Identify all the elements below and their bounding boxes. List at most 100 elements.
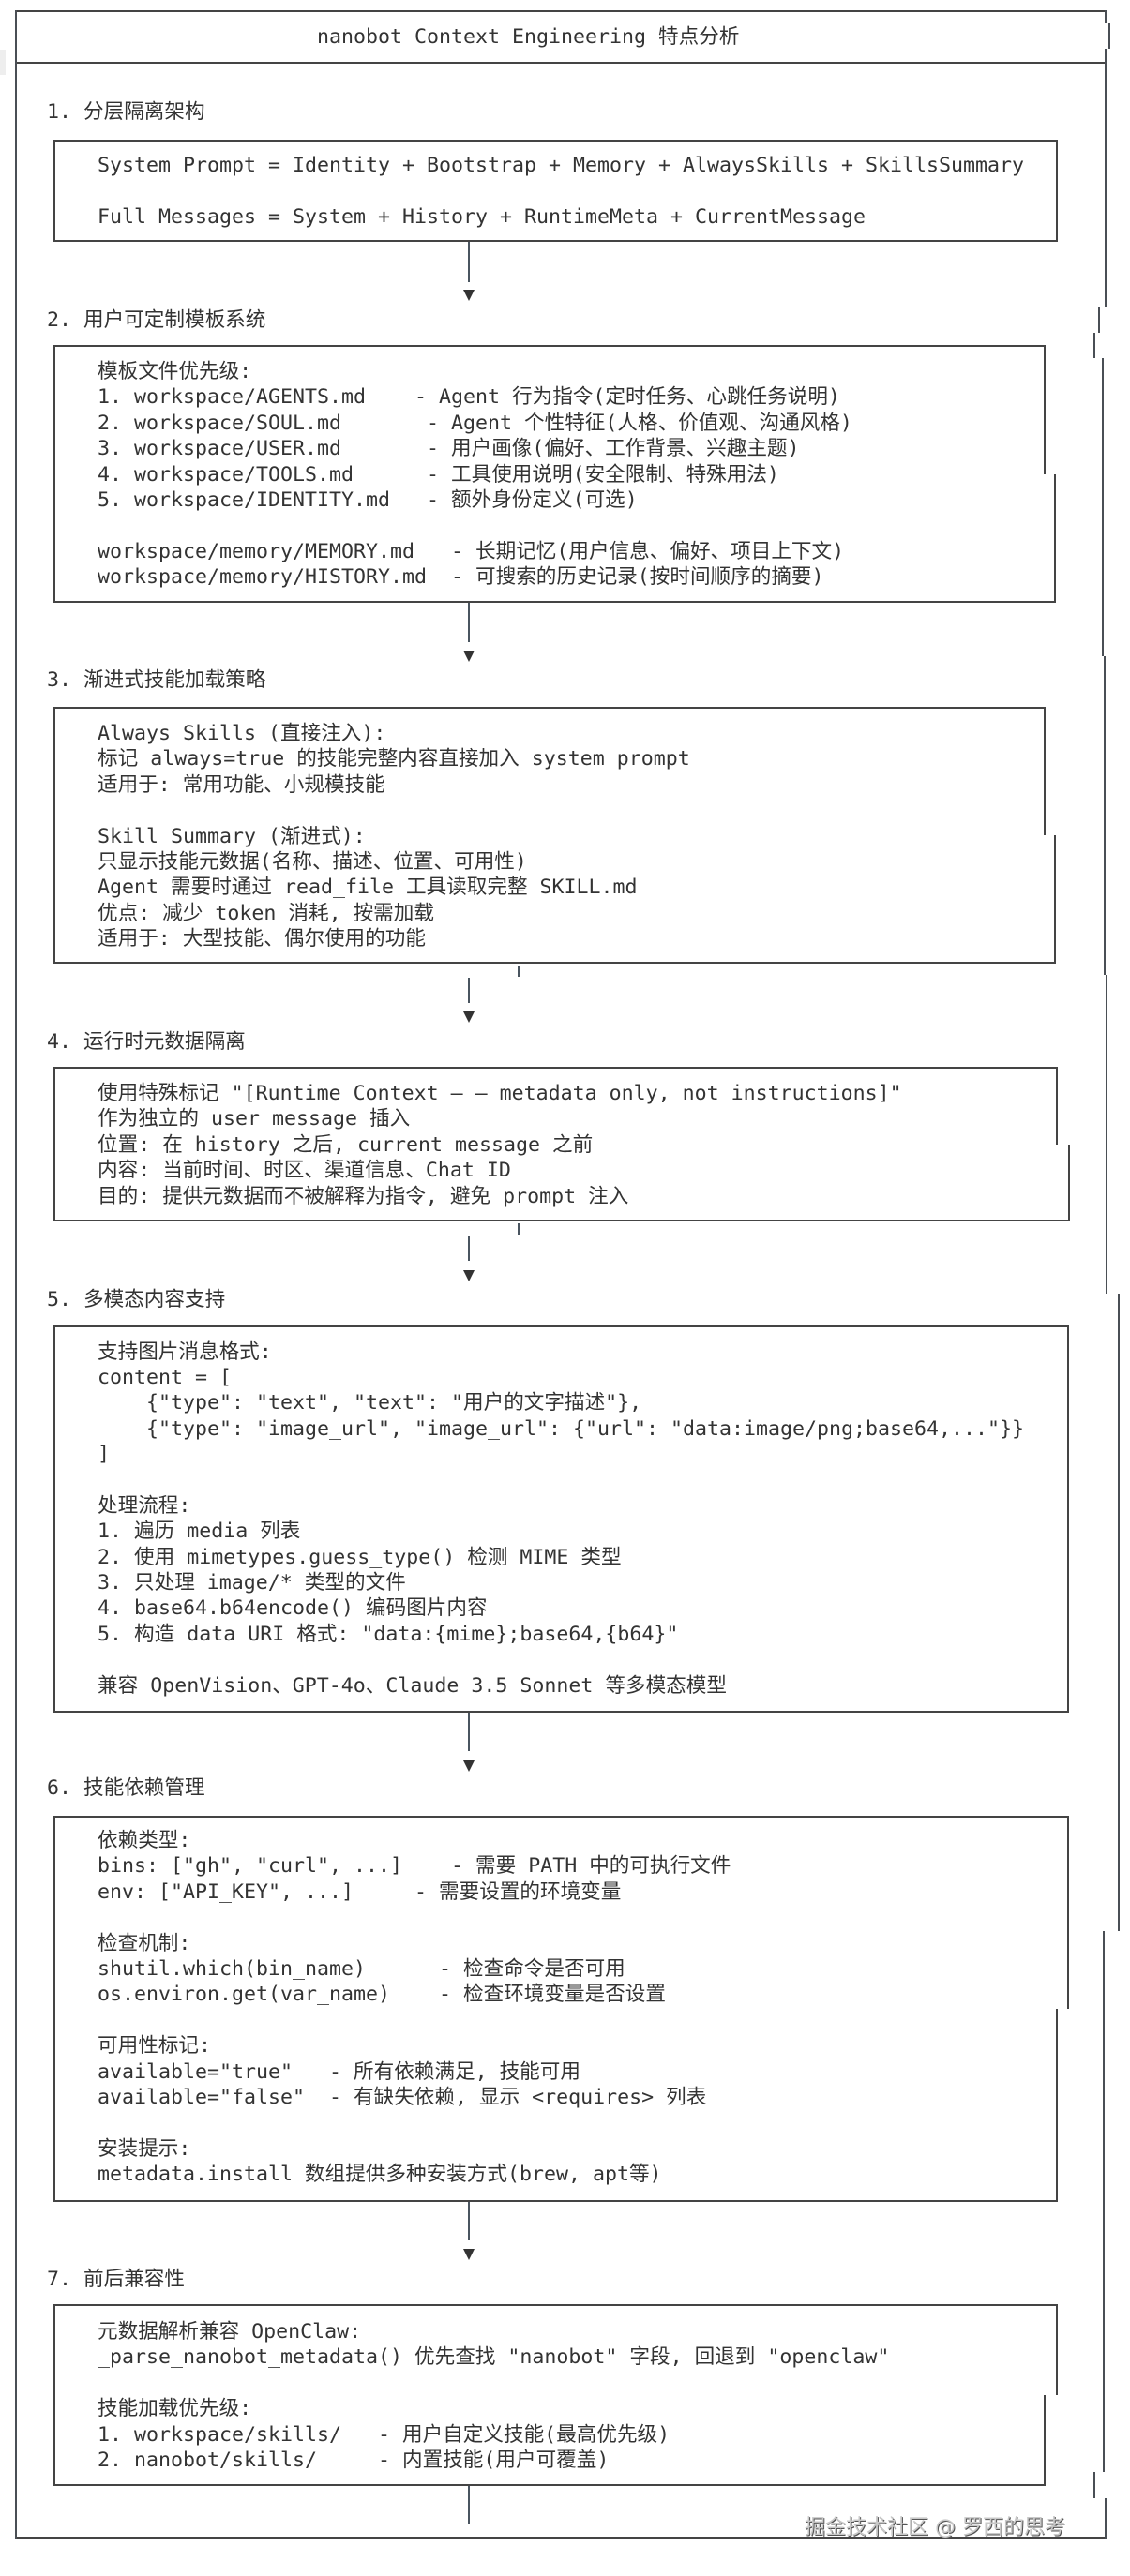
- box-content: System Prompt = Identity + Bootstrap + M…: [98, 153, 1024, 230]
- connector-line: [468, 1236, 470, 1261]
- arrow-down-icon: [463, 1270, 475, 1281]
- connector-line: [468, 2486, 470, 2524]
- blank-line: [98, 2110, 731, 2135]
- box-line: 优点: 减少 token 消耗, 按需加载: [98, 901, 434, 925]
- section-heading-runtime-metadata-isolation: 4. 运行时元数据隔离: [47, 1030, 246, 1054]
- box-line: available="false" - 有缺失依赖, 显示 <requires>…: [98, 2085, 707, 2109]
- box-border-left: [53, 140, 55, 242]
- box-line: 5. workspace/IDENTITY.md - 额外身份定义(可选): [98, 487, 638, 512]
- box-border-bottom: [53, 1220, 1070, 1221]
- box-line: Skill Summary (渐进式):: [98, 824, 366, 848]
- frame-right-border-segment: [1103, 1931, 1105, 2472]
- box-content: 依赖类型: bins: ["gh", "curl", ...] - 需要 PAT…: [98, 1828, 731, 2187]
- blank-line: [98, 513, 852, 538]
- box-line: 适用于: 大型技能、偶尔使用的功能: [98, 927, 426, 951]
- box-border-left: [53, 1067, 55, 1221]
- box-line: 3. 只处理 image/* 类型的文件: [98, 1571, 406, 1595]
- box-content: 模板文件优先级: 1. workspace/AGENTS.md - Agent …: [98, 359, 852, 591]
- box-line: env: ["API_KEY", ...] - 需要设置的环境变量: [98, 1880, 622, 1904]
- blank-line: [98, 2008, 731, 2033]
- blank-line: [98, 1467, 1024, 1492]
- box-border-right: [1056, 140, 1058, 191]
- box-line: Always Skills (直接注入):: [98, 722, 386, 745]
- box-border-right: [1044, 707, 1046, 835]
- box-border-top: [53, 707, 1046, 709]
- frame-right-border-segment: [1102, 358, 1104, 656]
- blank-line: [98, 1647, 1024, 1672]
- box-line: 作为独立的 user message 插入: [98, 1107, 411, 1131]
- frame-right-border-segment: [1098, 307, 1100, 333]
- code-line: ]: [98, 1443, 111, 1467]
- frame-right-border-segment: [1104, 656, 1106, 975]
- arrow-down-icon: [463, 1011, 475, 1023]
- box-border-right: [1068, 1144, 1070, 1221]
- box-line: 1. workspace/skills/ - 用户自定义技能(最高优先级): [98, 2422, 670, 2447]
- box-line: 适用于: 常用功能、小规模技能: [98, 772, 385, 797]
- box-border-right: [1056, 1067, 1058, 1145]
- box-border-left: [53, 345, 55, 603]
- box-border-bottom: [53, 2200, 1058, 2202]
- box-border-right: [1056, 2304, 1058, 2395]
- blank-line: [98, 178, 1024, 203]
- box-line: 4. base64.b64encode() 编码图片内容: [98, 1596, 488, 1621]
- box-line: 4. workspace/TOOLS.md - 工具使用说明(安全限制、特殊用法…: [98, 462, 779, 487]
- box-border-right: [1054, 473, 1056, 603]
- section-box-template-system: 模板文件优先级: 1. workspace/AGENTS.md - Agent …: [53, 345, 1056, 603]
- section-box-multimodal-support: 支持图片消息格式: content = [ {"type": "text", "…: [53, 1325, 1069, 1713]
- arrow-down-icon: [463, 1760, 475, 1772]
- box-line: Full Messages = System + History + Runti…: [98, 204, 866, 229]
- box-border-right: [1067, 1325, 1069, 1520]
- frame-right-border-segment: [1105, 10, 1107, 23]
- box-border-right: [1054, 835, 1056, 964]
- blank-line: [98, 1905, 731, 1930]
- box-border-top: [53, 2304, 1058, 2306]
- box-line: 检查机制:: [98, 1931, 191, 1955]
- frame-top-border: [16, 10, 1107, 12]
- box-line: 2. 使用 mimetypes.guess_type() 检测 MIME 类型: [98, 1545, 622, 1569]
- box-border-top: [53, 140, 1058, 142]
- box-line: 兼容 OpenVision、GPT-4o、Claude 3.5 Sonnet 等…: [98, 1673, 727, 1698]
- box-line: bins: ["gh", "curl", ...] - 需要 PATH 中的可执…: [98, 1854, 731, 1879]
- connector-line: [468, 978, 470, 1003]
- box-line: System Prompt = Identity + Bootstrap + M…: [98, 154, 1025, 177]
- box-line: 2. workspace/SOUL.md - Agent 个性特征(人格、价值观…: [98, 411, 852, 435]
- box-line: shutil.which(bin_name) - 检查命令是否可用: [98, 1956, 625, 1981]
- box-border-left: [53, 1816, 55, 2202]
- box-content: 支持图片消息格式: content = [ {"type": "text", "…: [98, 1340, 1024, 1699]
- code-line: {"type": "text", "text": "用户的文字描述"},: [98, 1391, 642, 1415]
- section-box-runtime-metadata-isolation: 使用特殊标记 "[Runtime Context — — metadata on…: [53, 1067, 1070, 1221]
- box-border-top: [53, 1325, 1069, 1327]
- diagram-title: nanobot Context Engineering 特点分析: [317, 25, 740, 49]
- box-line: 只显示技能元数据(名称、描述、位置、可用性): [98, 849, 527, 874]
- box-border-right: [1056, 2009, 1058, 2202]
- box-line: Agent 需要时通过 read_file 工具读取完整 SKILL.md: [98, 876, 638, 900]
- section-box-progressive-skill-loading: Always Skills (直接注入): 标记 always=true 的技能…: [53, 707, 1056, 964]
- frame-right-border-segment: [1108, 23, 1110, 49]
- box-border-left: [53, 1325, 55, 1713]
- connector-line: [468, 2202, 470, 2240]
- frame-right-border-segment: [1093, 333, 1095, 358]
- code-line: content = [: [98, 1365, 233, 1389]
- box-border-right: [1044, 2395, 1046, 2486]
- section-heading-skill-dependency-management: 6. 技能依赖管理: [47, 1776, 205, 1800]
- box-border-top: [53, 1816, 1069, 1818]
- box-line: 1. workspace/AGENTS.md - Agent 行为指令(定时任务…: [98, 385, 840, 410]
- box-line: 3. workspace/USER.md - 用户画像(偏好、工作背景、兴趣主题…: [98, 437, 800, 461]
- box-line: 支持图片消息格式:: [98, 1340, 272, 1364]
- connector-line: [468, 1713, 470, 1751]
- box-border-top: [53, 1067, 1058, 1069]
- box-line: 依赖类型:: [98, 1829, 191, 1852]
- section-heading-template-system: 2. 用户可定制模板系统: [47, 308, 266, 332]
- box-line: 2. nanobot/skills/ - 内置技能(用户可覆盖): [98, 2448, 610, 2472]
- section-heading-compatibility: 7. 前后兼容性: [47, 2268, 185, 2291]
- code-line: {"type": "image_url", "image_url": {"url…: [98, 1416, 1025, 1441]
- box-content: Always Skills (直接注入): 标记 always=true 的技能…: [98, 721, 690, 952]
- box-border-right: [1044, 345, 1046, 474]
- box-border-bottom: [53, 601, 1056, 603]
- box-content: 使用特殊标记 "[Runtime Context — — metadata on…: [98, 1081, 902, 1209]
- box-line: 标记 always=true 的技能完整内容直接加入 system prompt: [98, 747, 690, 771]
- box-content: 元数据解析兼容 OpenClaw: _parse_nanobot_metadat…: [98, 2319, 889, 2473]
- frame-right-border-segment: [1118, 1294, 1120, 1931]
- frame-right-border-segment: [1105, 49, 1107, 307]
- box-border-right: [1067, 1519, 1069, 1713]
